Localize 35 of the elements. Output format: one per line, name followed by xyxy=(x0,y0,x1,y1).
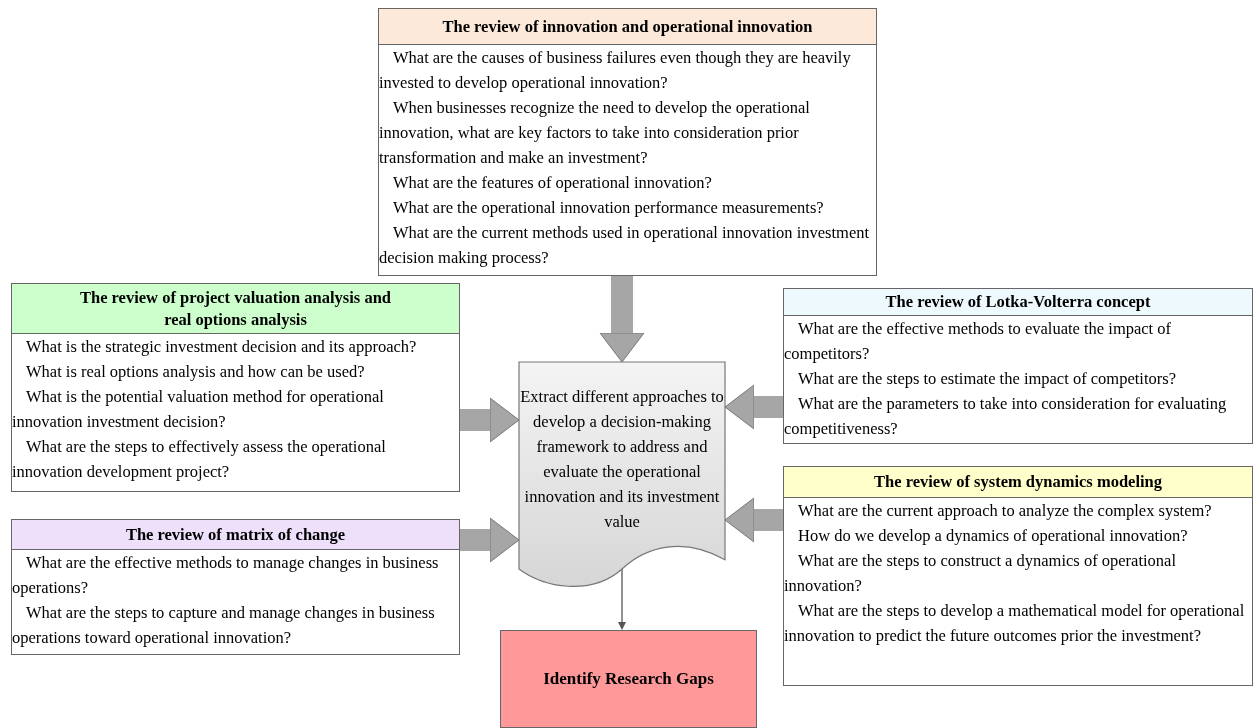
question-text: What are the features of operational innovation? xyxy=(392,172,713,194)
panel-heading: The review of system dynamics modeling xyxy=(784,467,1252,498)
question-panel xyxy=(11,283,460,492)
block-arrow xyxy=(460,397,520,443)
question-text: What are the causes of business failures even though they are heavily invested to develop operational innovation? xyxy=(379,47,852,94)
question-text: What are the effective methods to evaluate the impact of competitors? xyxy=(784,318,1173,365)
question-panel xyxy=(783,288,1253,444)
question-text: What are the current approach to analyze the complex system? xyxy=(797,500,1213,522)
question-text: What are the steps to capture and manage changes in business operations toward operational innovation? xyxy=(12,602,436,649)
document-text: Extract different approaches to develop a decision-making framework to address and evaluate the operational innovation and its investment value xyxy=(519,386,725,533)
arrow xyxy=(618,568,626,630)
panel-heading: The review of Lotka-Volterra concept xyxy=(784,289,1252,316)
result-text: Identify Research Gaps xyxy=(543,669,714,689)
question-panel xyxy=(378,8,877,276)
question-text: What are the parameters to take into consideration for evaluating competitiveness? xyxy=(784,393,1228,440)
question-text: What are the operational innovation performance measurements? xyxy=(392,197,825,219)
question-text: What is the potential valuation method for operational innovation investment decision? xyxy=(12,386,385,433)
question-text: When businesses recognize the need to develop the operational innovation, what are key factors to take into consideration prior transformation and make an investment? xyxy=(379,97,811,169)
panel-heading: The review of project valuation analysis and real options analysis xyxy=(12,284,459,334)
question-panel xyxy=(783,466,1253,686)
question-panel xyxy=(11,519,460,655)
panel-heading: The review of matrix of change xyxy=(12,520,459,550)
question-text: What are the steps to develop a mathematical model for operational innovation to predict the future outcomes prior the investment? xyxy=(784,600,1246,647)
block-arrow xyxy=(599,276,645,363)
question-text: What is real options analysis and how can be used? xyxy=(25,361,366,383)
block-arrow xyxy=(460,517,520,563)
question-text: What is the strategic investment decision and its approach? xyxy=(25,336,418,358)
question-text: What are the steps to construct a dynamics of operational innovation? xyxy=(784,550,1177,597)
question-text: How do we develop a dynamics of operational innovation? xyxy=(797,525,1189,547)
result-box xyxy=(500,630,757,728)
question-text: What are the effective methods to manage changes in business operations? xyxy=(12,552,440,599)
question-text: What are the current methods used in operational innovation investment decision making process? xyxy=(379,222,871,269)
panel-heading: The review of innovation and operational innovation xyxy=(379,9,876,45)
question-text: What are the steps to estimate the impact of competitors? xyxy=(797,368,1177,390)
question-text: What are the steps to effectively assess the operational innovation development project? xyxy=(12,436,387,483)
